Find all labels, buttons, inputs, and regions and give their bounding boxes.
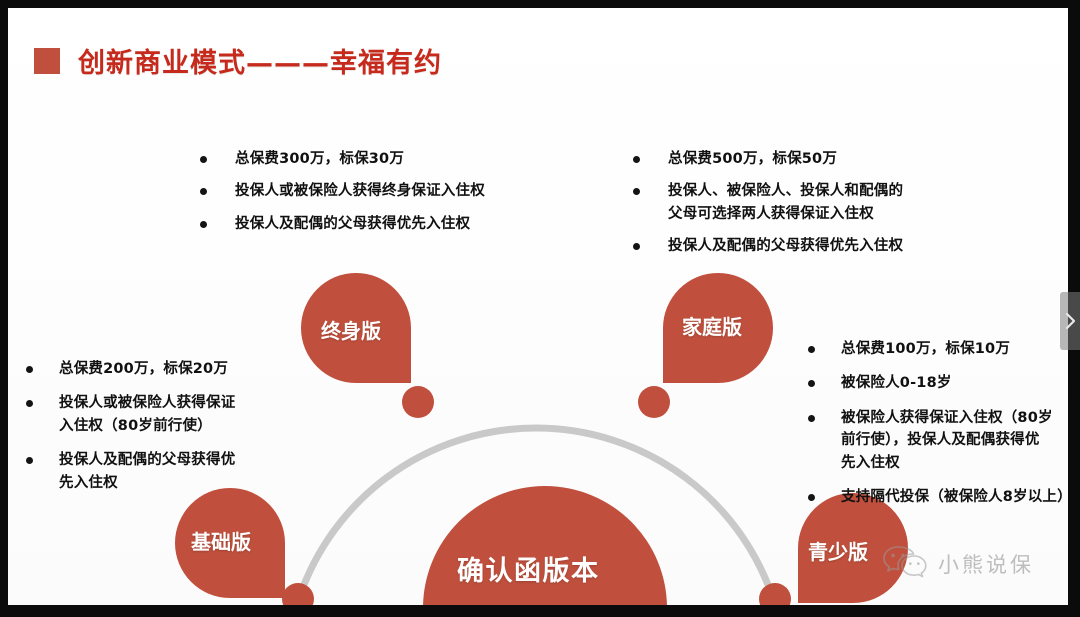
list-item-text: 投保人或被保险人获得保证 入住权（80岁前行使） <box>59 395 236 434</box>
bullet-dot-icon <box>808 380 815 388</box>
list-item: 投保人及配偶的父母获得优先入住权 <box>633 235 963 257</box>
list-item-text: 被保险人获得保证入住权（80岁 前行使），投保人及配偶获得优 先入住权 <box>841 409 1053 471</box>
list-item-text: 投保人、被保险人、投保人和配偶的 父母可选择两人获得保证入住权 <box>668 183 904 222</box>
bullet-dot-icon <box>200 156 207 163</box>
node-shape-center[interactable] <box>423 486 667 605</box>
list-item-text: 投保人及配偶的父母获得优先入住权 <box>235 215 471 232</box>
arc-dot-family <box>638 386 670 418</box>
bullet-dot-icon <box>200 188 207 196</box>
node-shape-lifetime[interactable] <box>301 273 411 383</box>
list-item: 支持隔代投保（被保险人8岁以上） <box>808 486 1068 508</box>
list-item-text: 支持隔代投保（被保险人8岁以上） <box>841 489 1068 506</box>
list-item: 总保费200万，标保20万 <box>26 358 294 380</box>
list-item: 总保费300万，标保30万 <box>200 148 540 170</box>
bullet-dot-icon <box>26 457 33 465</box>
bullet-list-lifetime: 总保费300万，标保30万 投保人或被保险人获得终身保证入住权 投保人及配偶的父… <box>200 148 540 245</box>
next-slide-button[interactable] <box>1060 292 1080 350</box>
node-shape-youth[interactable] <box>798 493 908 603</box>
chevron-right-icon <box>1065 312 1076 330</box>
bullet-list-basic: 总保费200万，标保20万 投保人或被保险人获得保证 入住权（80岁前行使） 投… <box>26 358 294 506</box>
bullet-dot-icon <box>633 188 640 196</box>
bullet-list-youth: 总保费100万，标保10万 被保险人0-18岁 被保险人获得保证入住权（80岁 … <box>808 338 1068 521</box>
list-item: 投保人或被保险人获得终身保证入住权 <box>200 180 540 202</box>
list-item-text: 总保费100万，标保10万 <box>841 341 1011 357</box>
arc-dot-lifetime <box>402 386 434 418</box>
list-item: 投保人及配偶的父母获得优 先入住权 <box>26 449 294 494</box>
list-item: 投保人及配偶的父母获得优先入住权 <box>200 213 540 235</box>
list-item-text: 投保人及配偶的父母获得优先入住权 <box>668 238 904 255</box>
list-item-text: 被保险人0-18岁 <box>841 375 952 392</box>
arc-dot-youth <box>759 583 791 605</box>
bullet-list-family: 总保费500万，标保50万 投保人、被保险人、投保人和配偶的 父母可选择两人获得… <box>633 148 963 268</box>
bullet-dot-icon <box>200 220 207 228</box>
arc-path <box>293 424 779 605</box>
list-item-text: 投保人或被保险人获得终身保证入住权 <box>235 183 485 200</box>
wechat-icon <box>882 545 928 583</box>
bullet-dot-icon <box>633 243 640 251</box>
list-item-text: 总保费200万，标保20万 <box>59 361 229 377</box>
node-shape-family[interactable] <box>663 273 773 383</box>
red-square-marker-icon <box>34 47 60 74</box>
bullet-dot-icon <box>633 156 640 163</box>
bullet-dot-icon <box>26 366 33 373</box>
list-item-text: 总保费500万，标保50万 <box>668 151 838 167</box>
list-item-text: 投保人及配偶的父母获得优 先入住权 <box>59 452 236 491</box>
bullet-dot-icon <box>808 346 815 353</box>
list-item: 被保险人0-18岁 <box>808 372 1068 394</box>
list-item: 被保险人获得保证入住权（80岁 前行使），投保人及配偶获得优 先入住权 <box>808 407 1068 474</box>
page-title: 创新商业模式———幸福有约 <box>78 48 442 79</box>
list-item: 投保人或被保险人获得保证 入住权（80岁前行使） <box>26 392 294 437</box>
slide-title: 创新商业模式———幸福有约 <box>34 41 442 80</box>
bullet-dot-icon <box>26 400 33 408</box>
version-diagram <box>8 8 1068 605</box>
slide-canvas: 创新商业模式———幸福有约 终身版 家庭版 基础版 青少版 确认函版本 <box>8 8 1068 605</box>
watermark: 小熊说保 <box>882 545 1034 583</box>
bullet-dot-icon <box>808 414 815 422</box>
list-item: 投保人、被保险人、投保人和配偶的 父母可选择两人获得保证入住权 <box>633 180 963 225</box>
watermark-text: 小熊说保 <box>938 553 1034 577</box>
node-shape-basic[interactable] <box>175 488 285 598</box>
list-item: 总保费100万，标保10万 <box>808 338 1068 360</box>
bullet-dot-icon <box>808 494 815 502</box>
arc-dot-basic <box>282 583 314 605</box>
list-item-text: 总保费300万，标保30万 <box>235 151 405 167</box>
list-item: 总保费500万，标保50万 <box>633 148 963 170</box>
